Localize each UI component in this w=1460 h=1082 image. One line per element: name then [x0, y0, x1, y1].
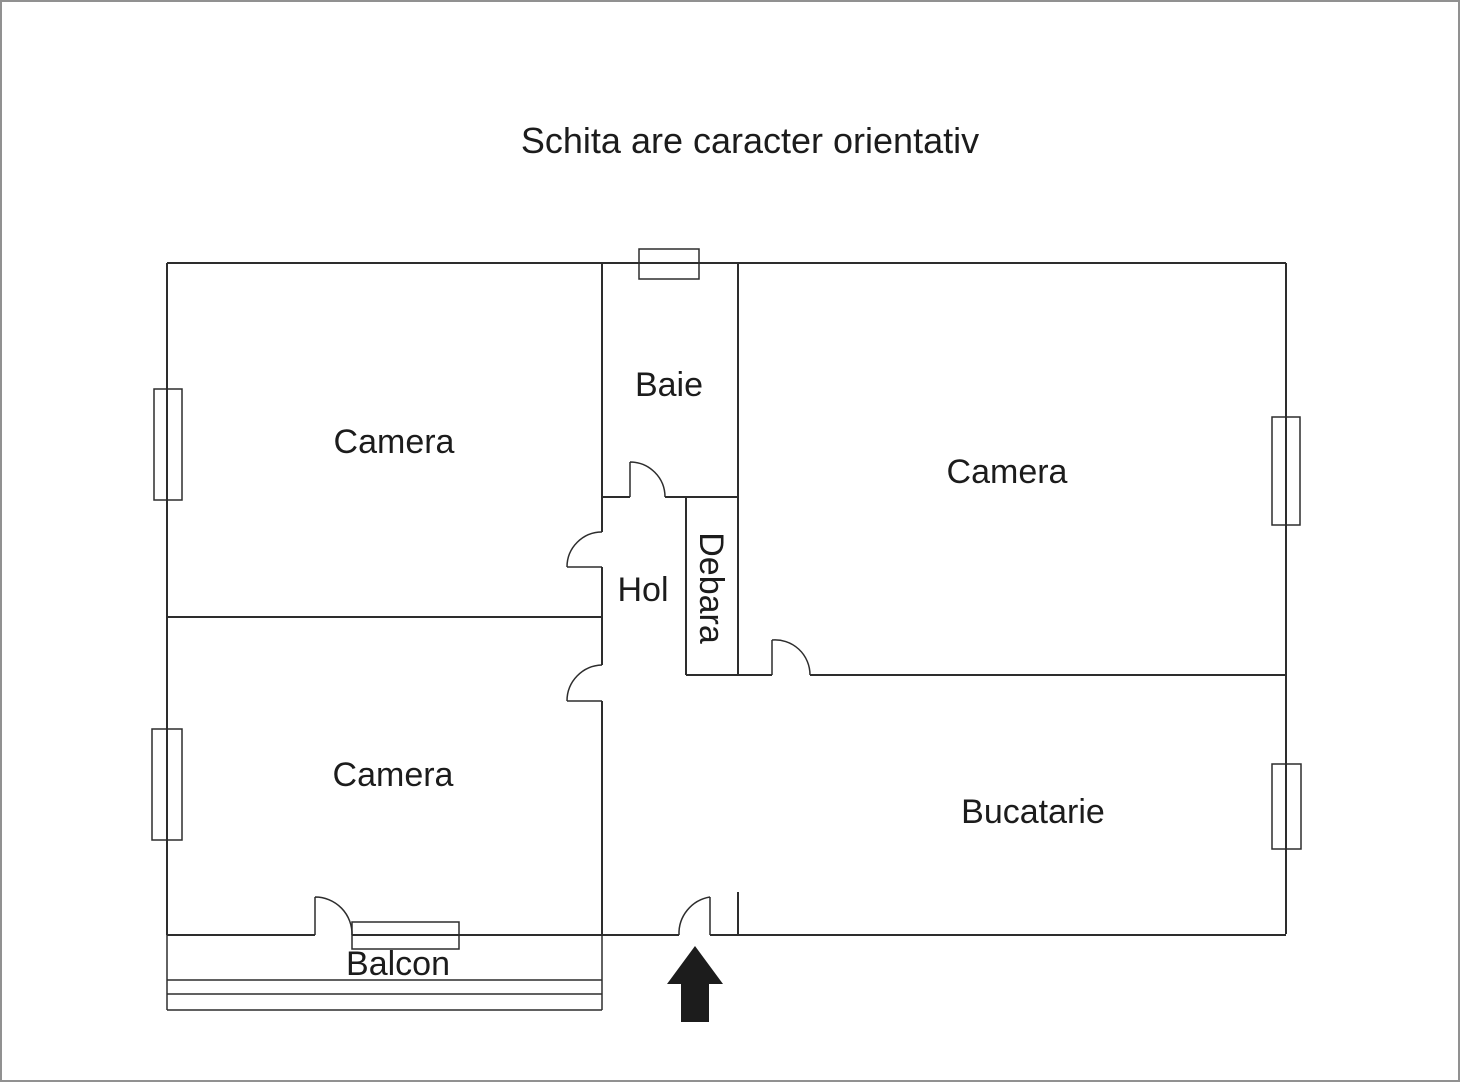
room-label-baie: Baie	[634, 366, 704, 404]
door-entrance	[678, 896, 711, 936]
door-balcon	[314, 896, 353, 936]
room-label-debara: Debara	[692, 532, 730, 644]
window-camera-bottom-left	[151, 728, 183, 841]
door-camera-top-left	[566, 531, 603, 568]
door-baie	[629, 461, 666, 498]
walls	[166, 262, 1287, 936]
windows	[151, 248, 1302, 950]
balcony-rail-lines	[167, 979, 602, 1011]
window-baie-vent	[638, 248, 700, 280]
room-label-camera-right: Camera	[946, 453, 1068, 491]
plan-title: Schita are caracter orientativ	[520, 120, 980, 161]
window-bucatarie	[1271, 763, 1302, 850]
entrance-arrow-icon	[667, 946, 723, 1022]
doors	[314, 461, 811, 936]
room-label-hol: Hol	[617, 571, 669, 609]
door-bucatarie	[771, 639, 811, 676]
door-camera-bottom-left	[566, 664, 603, 702]
balcony-railing	[166, 935, 603, 1011]
window-camera-right	[1271, 416, 1301, 526]
room-label-camera-bottom-left: Camera	[332, 756, 454, 794]
room-label-camera-top-left: Camera	[333, 423, 455, 461]
window-camera-top-left	[153, 388, 183, 501]
room-label-bucatarie: Bucatarie	[961, 793, 1105, 831]
room-label-balcon: Balcon	[346, 945, 450, 983]
window-balcon-door	[351, 921, 460, 950]
